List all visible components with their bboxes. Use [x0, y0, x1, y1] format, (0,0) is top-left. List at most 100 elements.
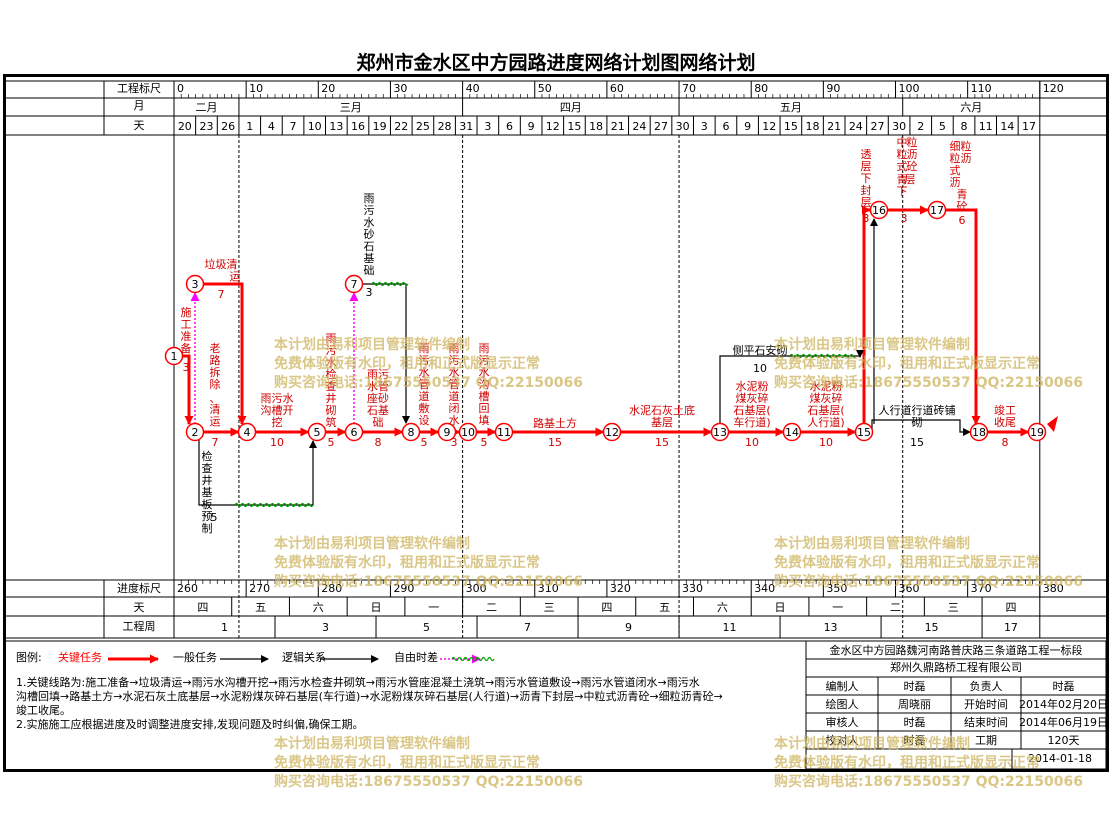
svg-text:式: 式: [897, 160, 908, 173]
day-label: 11: [979, 120, 993, 133]
activity-label: 运: [230, 270, 241, 283]
activity-label: 路基土方: [533, 416, 577, 430]
svg-text:砼: 砼: [907, 160, 918, 173]
activity-label: 垃圾清: [205, 257, 238, 271]
footer-scale-label-text: 350: [826, 582, 847, 595]
svg-text:板: 板: [202, 497, 213, 511]
day-label: 2: [917, 120, 924, 133]
weekday-label: 四: [601, 601, 612, 614]
svg-text:下: 下: [897, 185, 908, 198]
activity-label: 雨污水管道敷设: [419, 342, 430, 427]
edge-float: [371, 281, 409, 287]
svg-text:封: 封: [861, 183, 872, 197]
activity-label: 挖: [272, 415, 283, 429]
activity-label: 粒沥砼: [907, 135, 918, 173]
scale-tick-label: 20: [321, 82, 335, 95]
svg-text:制: 制: [202, 522, 213, 535]
scale-tick-label: 100: [899, 82, 920, 95]
day-label: 3: [484, 120, 491, 133]
activity-duration: 15: [548, 436, 562, 449]
legend-critical: 关键任务: [58, 651, 102, 664]
edge-float: [234, 502, 314, 508]
note-line: 1.关键线路为:施工准备→垃圾清运→雨污水沟槽开挖→雨污水检查井砌筑→雨污水管座…: [16, 676, 700, 689]
activity-label: 雨污水管道闭水: [449, 342, 460, 427]
scale-tick-label: 60: [610, 82, 624, 95]
activity-label: 车行道): [733, 415, 770, 429]
weekday-label: 六: [313, 601, 324, 614]
day-label: 8: [961, 120, 968, 133]
activity-duration: 5: [481, 436, 488, 449]
footer-scale-label-text: 300: [466, 582, 487, 595]
day-label: 27: [870, 120, 884, 133]
activity-label: 人行道): [807, 415, 844, 429]
activity-duration: 5: [211, 511, 218, 524]
svg-text:沥: 沥: [961, 152, 972, 165]
activity-label: 侧平石安砌: [733, 343, 788, 357]
svg-text:式: 式: [950, 164, 961, 177]
svg-text:层: 层: [861, 196, 872, 209]
weekday-label: 日: [775, 601, 786, 614]
network-node: [344, 422, 364, 442]
day-label: 19: [373, 120, 387, 133]
network-node-label: 19: [1030, 426, 1044, 439]
day-label: 31: [459, 120, 473, 133]
svg-text:预: 预: [202, 510, 213, 523]
svg-text:污: 污: [479, 354, 490, 367]
svg-text:粒: 粒: [950, 151, 961, 165]
scale-tick-label: 0: [177, 82, 184, 95]
week-label: 9: [625, 621, 632, 634]
svg-text:础: 础: [364, 264, 375, 277]
svg-text:道: 道: [419, 389, 430, 403]
activity-label: 砌: [912, 416, 923, 429]
svg-text:基: 基: [364, 252, 375, 265]
network-node: [401, 422, 421, 442]
network-node: [344, 274, 364, 294]
activity-label: 中粒式: [897, 136, 908, 173]
activity-duration: 10: [745, 436, 759, 449]
svg-text:检: 检: [326, 367, 337, 381]
network-node: [185, 274, 205, 294]
day-label: 26: [221, 120, 235, 133]
weekday-label: 日: [371, 601, 382, 614]
footer-scale-label-text: 310: [538, 582, 559, 595]
info-cell: 工期: [975, 734, 997, 747]
svg-text:下: 下: [861, 172, 872, 185]
weekday-label: 一: [832, 601, 843, 614]
weekday-label: 二: [486, 601, 497, 614]
svg-text:管: 管: [419, 377, 430, 391]
day-label: 14: [1000, 120, 1014, 133]
note-line: 沟槽回填→路基土方→水泥石灰土底基层→水泥粉煤灰碎石基层(车行道)→水泥粉煤灰碎…: [16, 690, 723, 703]
week-label: 13: [824, 621, 838, 634]
activity-label: 煤灰碎: [810, 391, 843, 405]
svg-text:青: 青: [897, 173, 908, 186]
note-line: 竣工收尾。: [16, 704, 71, 717]
svg-text:雨: 雨: [479, 342, 490, 355]
scale-tick-label: 120: [1043, 82, 1064, 95]
day-label: 3: [701, 120, 708, 133]
activity-label: 、: [210, 392, 221, 405]
legend-logic: 逻辑关系: [282, 651, 326, 664]
svg-text:沥: 沥: [950, 176, 961, 189]
info-cell: 2014年02月20日: [1019, 697, 1108, 711]
svg-text:路: 路: [210, 354, 221, 367]
header-month-label: 月: [134, 99, 145, 112]
scale-tick-label: 70: [682, 82, 696, 95]
activity-duration: 10: [270, 436, 284, 449]
network-node-label: 11: [497, 426, 511, 439]
header-day-label: 天: [134, 119, 145, 132]
network-node: [437, 422, 457, 442]
network-node-label: 13: [713, 426, 727, 439]
day-label: 1: [246, 120, 253, 133]
footer-scale-label-text: 340: [754, 582, 775, 595]
info-cell: 时磊: [1053, 680, 1075, 693]
info-cell: 负责人: [970, 679, 1003, 693]
activity-label: 石基层(: [733, 404, 770, 417]
network-node: [854, 422, 874, 442]
svg-text:石: 石: [364, 240, 375, 253]
svg-text:准: 准: [181, 330, 192, 343]
footer-weekday-label: 天: [134, 601, 145, 614]
